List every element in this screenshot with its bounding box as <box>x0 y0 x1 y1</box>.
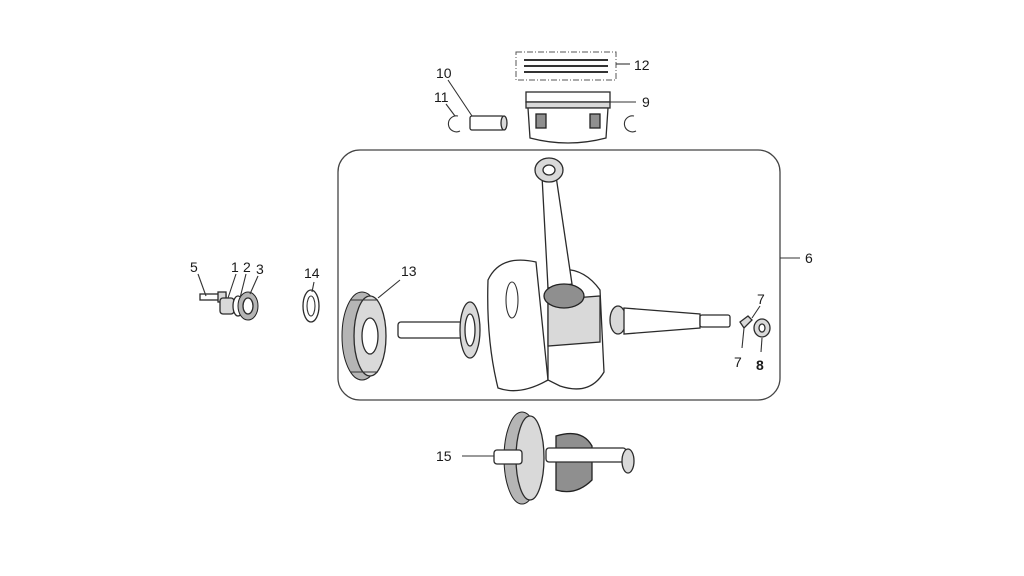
callout-10: 10 <box>436 65 452 81</box>
bushing <box>753 318 771 338</box>
callout-3: 3 <box>256 261 264 277</box>
callout-15: 15 <box>436 448 452 464</box>
callout-7-upper: 7 <box>757 291 765 307</box>
piston-pin <box>469 115 508 131</box>
callout-8: 8 <box>756 357 764 373</box>
shim-washer <box>302 289 320 323</box>
callout-2: 2 <box>243 259 251 275</box>
callout-5: 5 <box>190 259 198 275</box>
nut <box>219 297 235 315</box>
callout-7-lower: 7 <box>734 354 742 370</box>
sprocket-gear-small <box>237 291 259 321</box>
callout-14: 14 <box>304 265 320 281</box>
circlip-right <box>623 115 637 133</box>
callout-6: 6 <box>805 250 813 266</box>
crankshaft-assembly-group-outline <box>337 149 781 401</box>
circlip-left <box>447 115 461 133</box>
leader-lines <box>197 63 800 457</box>
drive-gear <box>341 291 387 381</box>
callout-12: 12 <box>634 57 650 73</box>
piston-ring-set <box>515 51 617 81</box>
callout-9: 9 <box>642 94 650 110</box>
callout-13: 13 <box>401 263 417 279</box>
balancer-shaft <box>493 411 635 505</box>
callout-1: 1 <box>231 259 239 275</box>
piston <box>525 91 611 144</box>
woodruff-key <box>739 315 753 330</box>
connecting-rod <box>534 157 585 309</box>
callout-11: 11 <box>434 89 449 105</box>
